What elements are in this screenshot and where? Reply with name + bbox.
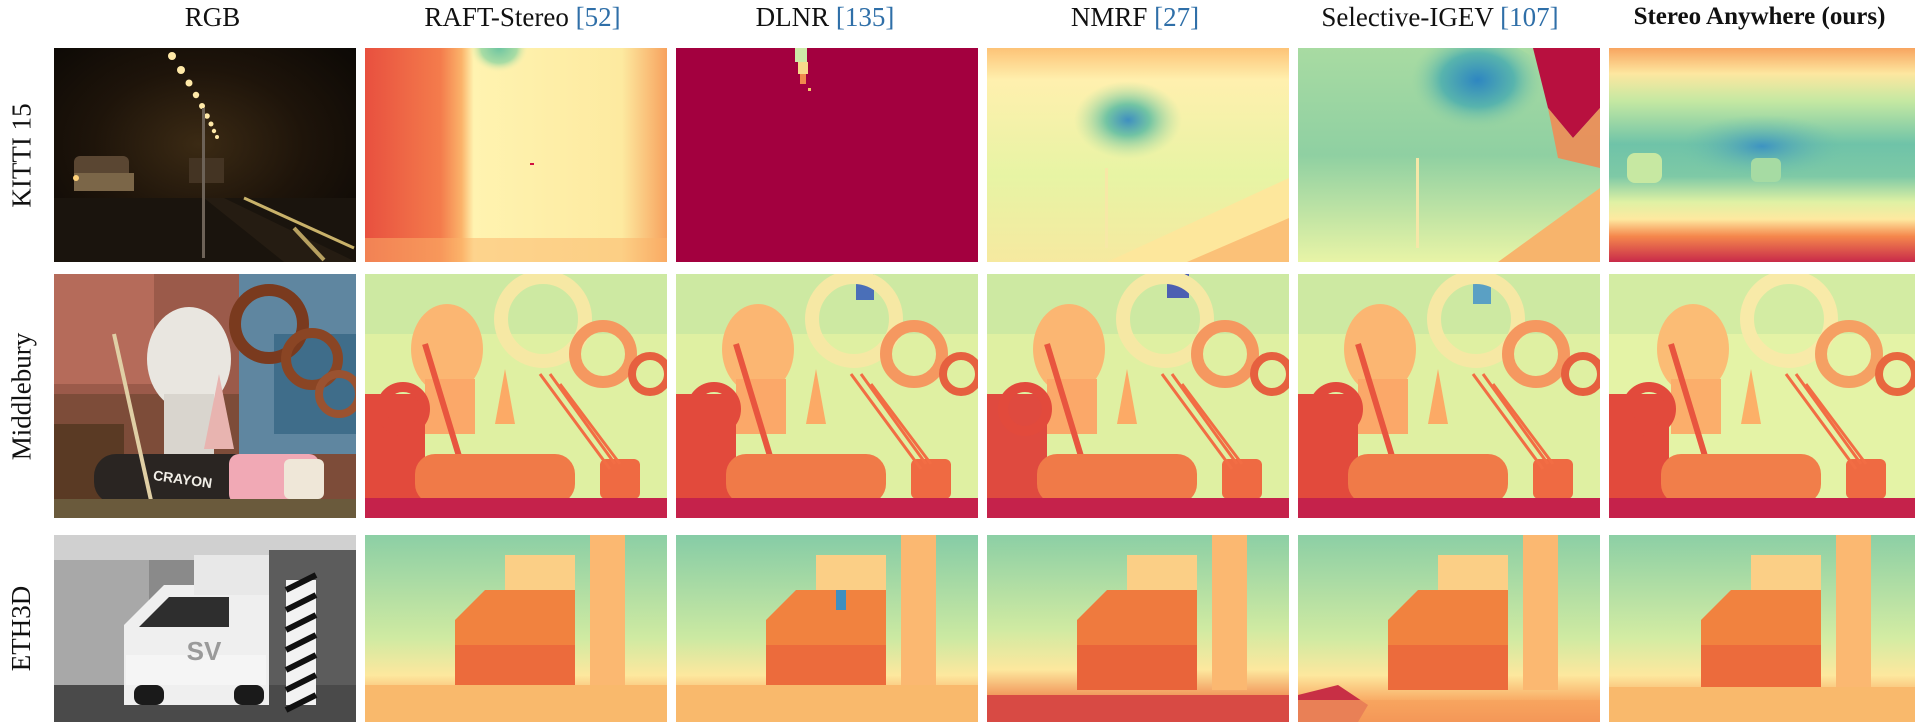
column-header-selective-igev: Selective-IGEV [107] <box>1265 0 1615 34</box>
eth3d-dlnr-disparity <box>676 535 978 722</box>
kitti-nmrf-disparity <box>987 48 1289 262</box>
eth3d-stereo-anywhere-disparity <box>1609 535 1915 722</box>
row-label-middlebury: Middlebury <box>0 274 44 518</box>
row-label-text: Middlebury <box>6 332 37 460</box>
column-name: RAFT-Stereo <box>424 2 576 32</box>
eth3d-nmrf-disparity <box>987 535 1289 722</box>
column-name: DLNR <box>755 2 836 32</box>
row-label-eth3d: ETH3D <box>0 535 44 722</box>
column-header-row: RGB RAFT-Stereo [52] DLNR [135] NMRF [27… <box>0 0 1915 46</box>
eth3d-selective-igev-disparity <box>1298 535 1600 722</box>
eth3d-raft-stereo-disparity <box>365 535 667 722</box>
kitti-selective-igev-disparity <box>1298 48 1600 262</box>
middlebury-selective-igev-disparity <box>1298 274 1600 518</box>
column-name: Selective-IGEV <box>1321 2 1501 32</box>
row-label-text: KITTI 15 <box>6 102 37 208</box>
column-header-rgb: RGB <box>100 0 325 34</box>
column-header-raft-stereo: RAFT-Stereo [52] <box>340 0 705 34</box>
column-header-stereo-anywhere: Stereo Anywhere (ours) <box>1604 0 1915 34</box>
truck-logo-text: SV <box>187 636 222 666</box>
kitti-rgb-image <box>54 48 356 262</box>
column-name: Stereo Anywhere (ours) <box>1633 3 1886 30</box>
column-name: NMRF <box>1070 2 1155 32</box>
kitti-stereo-anywhere-disparity <box>1609 48 1915 262</box>
row-label-text: ETH3D <box>6 585 37 672</box>
kitti-dlnr-disparity <box>676 48 978 262</box>
eth3d-rgb-image: SV <box>54 535 356 722</box>
middlebury-stereo-anywhere-disparity <box>1609 274 1915 518</box>
middlebury-raft-stereo-disparity <box>365 274 667 518</box>
middlebury-dlnr-disparity <box>676 274 978 518</box>
citation-link[interactable]: [52] <box>575 2 621 32</box>
middlebury-nmrf-disparity <box>987 274 1289 518</box>
citation-link[interactable]: [27] <box>1154 2 1200 32</box>
row-label-kitti15: KITTI 15 <box>0 48 44 262</box>
kitti-raft-stereo-disparity <box>365 48 667 262</box>
column-name: RGB <box>184 2 241 32</box>
citation-link[interactable]: [135] <box>835 2 895 32</box>
middlebury-rgb-image: CRAYON <box>54 274 356 518</box>
column-header-dlnr: DLNR [135] <box>675 0 975 34</box>
column-header-nmrf: NMRF [27] <box>985 0 1285 34</box>
citation-link[interactable]: [107] <box>1500 2 1559 32</box>
